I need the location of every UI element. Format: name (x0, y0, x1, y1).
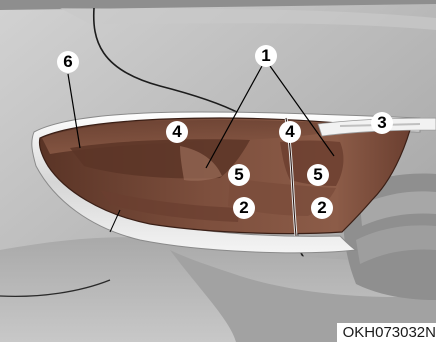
callout-3: 3 (371, 112, 393, 134)
callout-4-trunk: 4 (166, 121, 188, 143)
callout-2-trunk: 2 (233, 197, 255, 219)
callout-5-trunk: 5 (228, 164, 250, 186)
callout-2-fender: 2 (311, 197, 333, 219)
callout-4-fender: 4 (279, 121, 301, 143)
callout-6: 6 (57, 51, 79, 73)
image-code-label: OKH073032N (337, 323, 436, 342)
callout-5-fender: 5 (307, 164, 329, 186)
callout-1: 1 (255, 45, 277, 67)
